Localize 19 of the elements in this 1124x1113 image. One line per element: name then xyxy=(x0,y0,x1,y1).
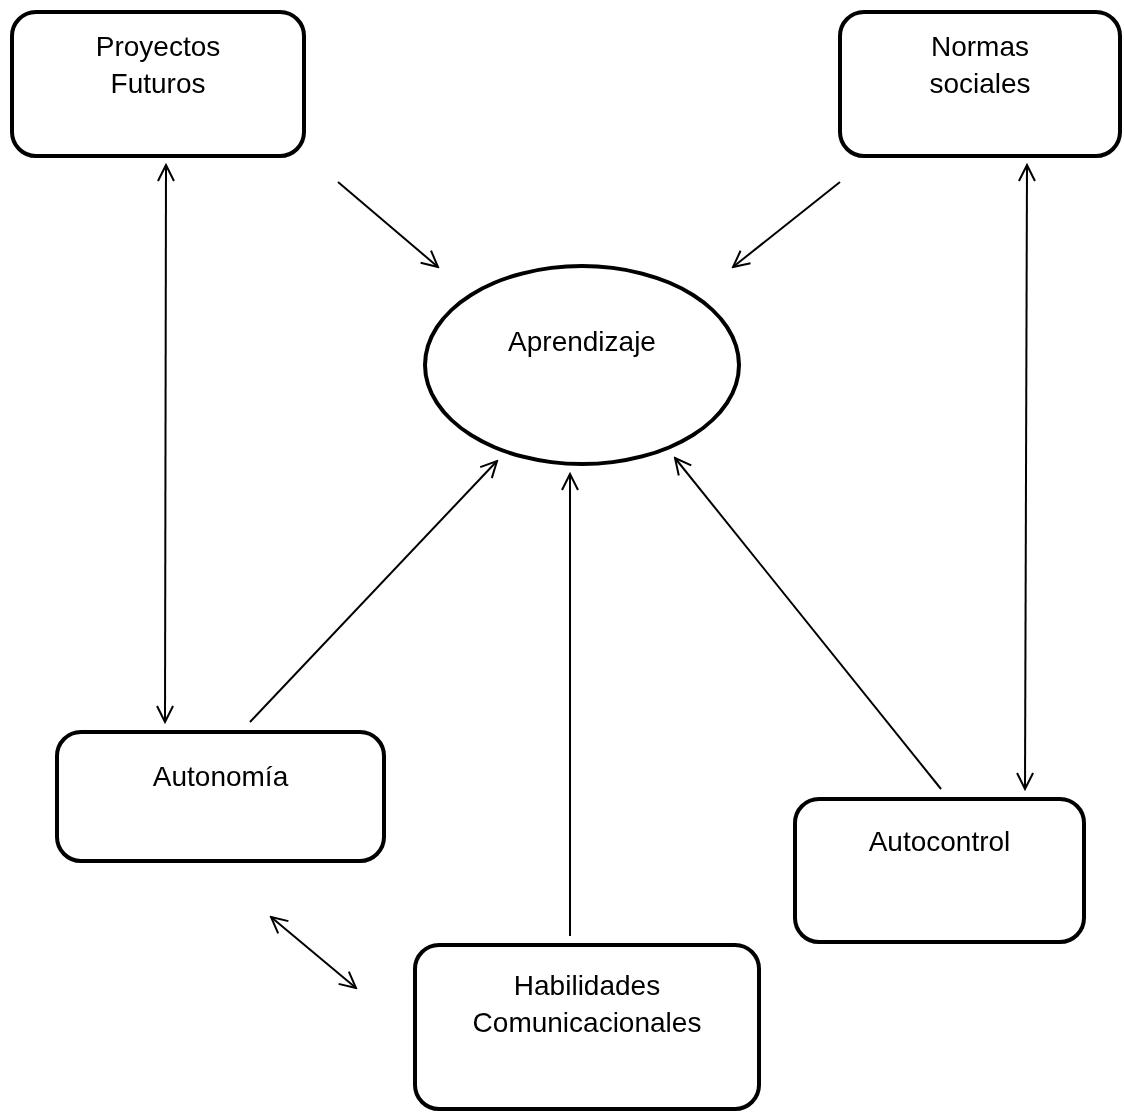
arrow xyxy=(337,181,439,268)
arrow xyxy=(156,164,175,723)
node-label: Aprendizaje xyxy=(508,325,656,359)
node-label: Habilidades Comunicacionales xyxy=(471,969,703,1040)
arrow xyxy=(270,916,357,989)
concept-box xyxy=(55,730,386,863)
arrow xyxy=(561,473,579,937)
node-label: Proyectos Futuros xyxy=(94,30,222,101)
concept-box xyxy=(793,797,1086,944)
node-label: Autocontrol xyxy=(868,825,1011,859)
node-label: Autonomía xyxy=(152,760,289,794)
arrow xyxy=(249,460,498,723)
concept-box xyxy=(413,943,761,1111)
node-label: Normas sociales xyxy=(928,30,1032,101)
arrow xyxy=(674,457,942,790)
concept-box xyxy=(10,10,306,158)
arrow xyxy=(1016,164,1036,790)
concept-box xyxy=(838,10,1122,158)
arrow xyxy=(732,181,841,268)
